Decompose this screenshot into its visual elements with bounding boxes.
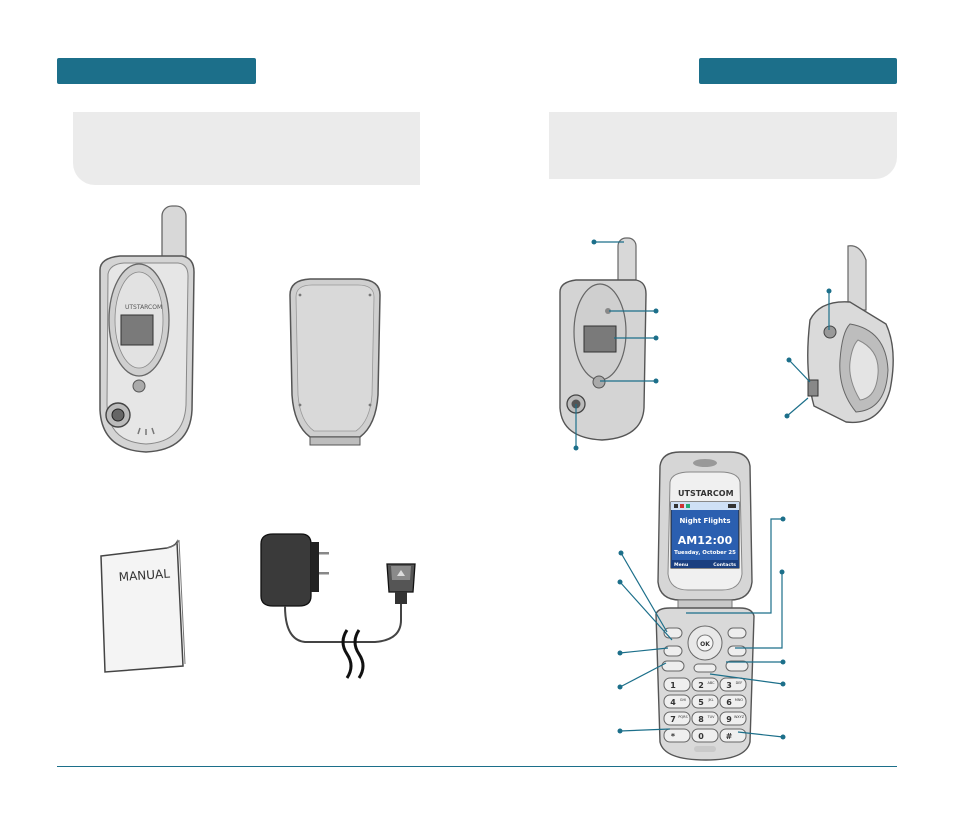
phone-brand-label: UTSTARCOM	[678, 489, 734, 498]
keypad-key	[719, 694, 747, 709]
keypad-key	[663, 677, 691, 692]
left-intro-panel	[73, 112, 420, 185]
keypad-key	[663, 711, 691, 726]
user-manual-image: MANUAL	[100, 539, 186, 673]
keypad-key	[691, 694, 719, 709]
keypad-key-label: 5	[698, 698, 704, 707]
footer-rule	[57, 766, 897, 767]
keypad-key	[663, 728, 691, 743]
keypad-key-label: 9	[726, 715, 732, 724]
screen-date: Tuesday, October 25	[674, 550, 736, 556]
screen-title: Night Flights	[679, 517, 730, 525]
keypad-key-letters: WXYZ	[734, 715, 745, 719]
keypad-key-label: #	[726, 732, 733, 741]
phone-front-diagram	[559, 237, 647, 441]
svg-text:UTSTARCOM: UTSTARCOM	[125, 304, 162, 311]
keypad-key-letters: PQRS	[678, 715, 687, 719]
left-section-tab	[57, 58, 256, 84]
phone-open-diagram: UTSTARCOM Night Flights AM12:00 Tuesday,…	[655, 451, 755, 761]
keypad-key	[691, 728, 719, 743]
manual-cover-label: MANUAL	[118, 567, 170, 585]
keypad-key	[719, 711, 747, 726]
nav-ok-label: OK	[700, 641, 710, 648]
keypad-key-label: 4	[670, 698, 676, 707]
keypad-key-letters: DEF	[736, 681, 743, 685]
keypad-key-letters: TUV	[707, 715, 716, 719]
right-section-tab	[699, 58, 897, 84]
phone-side-view-diagram	[807, 245, 894, 424]
ac-charger-image	[260, 533, 416, 679]
phone-closed-front-image: UTSTARCOM	[99, 205, 195, 453]
screen-time: AM12:00	[678, 534, 733, 547]
keypad-key-label: 6	[726, 698, 732, 707]
keypad-key	[691, 711, 719, 726]
keypad-key-letters: GHI	[680, 698, 686, 702]
keypad-key-letters: JKL	[707, 698, 713, 702]
keypad-key-letters: MNO	[735, 698, 743, 702]
keypad-key	[719, 677, 747, 692]
keypad-key-label: 2	[698, 681, 704, 690]
keypad-key	[663, 694, 691, 709]
battery-pack-image	[289, 278, 381, 446]
keypad-key-label: *	[671, 732, 676, 741]
keypad-key-label: 1	[670, 681, 676, 690]
keypad-key	[691, 677, 719, 692]
keypad-key-label: 0	[698, 732, 704, 741]
keypad-key-label: 8	[698, 715, 704, 724]
keypad-key-letters: ABC	[708, 681, 716, 685]
right-intro-panel	[549, 112, 897, 179]
keypad-key-label: 7	[670, 715, 676, 724]
screen-softkey-right: Contacts	[713, 562, 736, 568]
screen-softkey-left: Menu	[674, 562, 688, 568]
keypad-key-label: 3	[726, 681, 732, 690]
